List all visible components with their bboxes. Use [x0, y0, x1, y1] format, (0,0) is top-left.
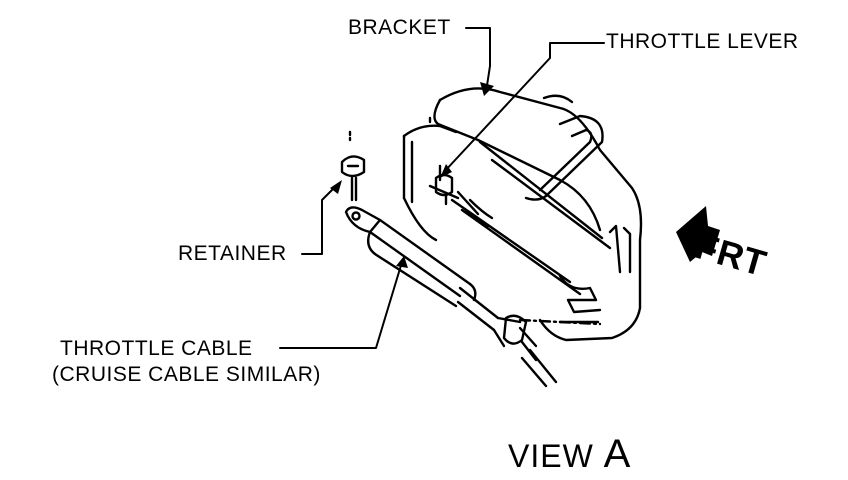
arrow-left-icon: [676, 206, 720, 262]
throttle-cable-assembly: [344, 116, 558, 388]
cable-alignment-line: [518, 318, 602, 326]
cruise-cable-note: (CRUISE CABLE SIMILAR): [52, 363, 321, 386]
throttle-lever-stud: [428, 164, 460, 206]
view-caption-prefix: VIEW: [508, 438, 604, 474]
throttle-body-housing: [402, 87, 643, 342]
view-caption-letter: A: [603, 432, 632, 476]
retainer-clip: [340, 130, 366, 202]
throttle-lever-leader: [443, 42, 605, 173]
retainer-label: RETAINER: [178, 242, 287, 265]
throttle-lever-label: THROTTLE LEVER: [606, 30, 799, 53]
bracket-label: BRACKET: [348, 16, 451, 39]
leader-arrowheads: [330, 82, 494, 268]
bracket-leader: [465, 27, 491, 93]
retainer-leader: [301, 183, 339, 255]
view-caption: VIEW A: [508, 434, 631, 474]
throttle-cable-label: THROTTLE CABLE: [60, 337, 253, 360]
throttle-cable-leader: [279, 261, 403, 349]
leader-lines: [279, 27, 605, 349]
